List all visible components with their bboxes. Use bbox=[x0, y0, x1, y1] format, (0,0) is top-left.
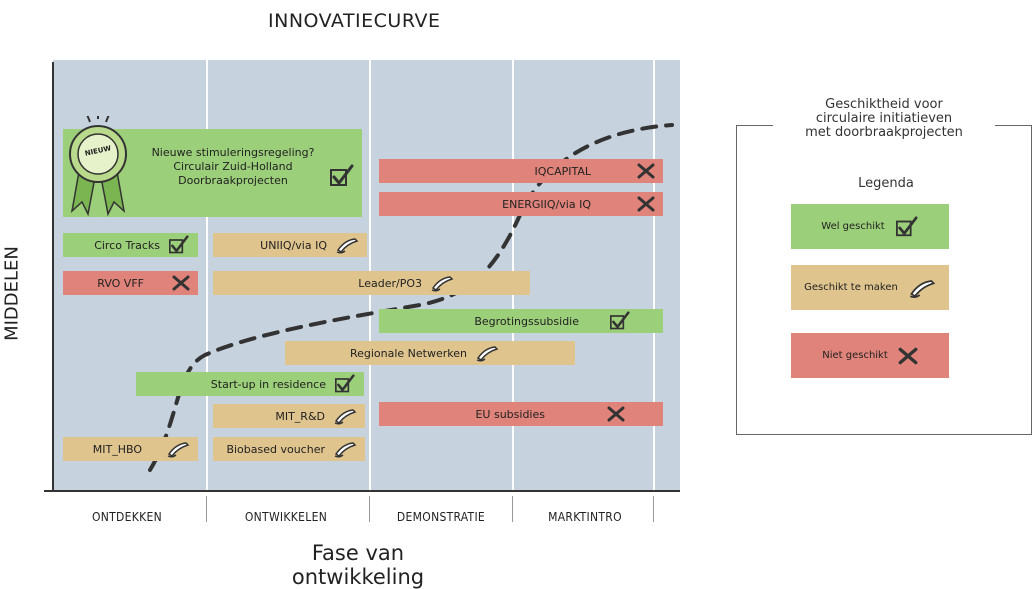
legend-item-wel-geschikt: Wel geschikt bbox=[791, 204, 949, 249]
featured-line-1: Nieuwe stimuleringsregeling? bbox=[151, 146, 315, 159]
legend-label: Geschikt te maken bbox=[804, 282, 898, 293]
bar-eu-subsidies: EU subsidies bbox=[379, 402, 663, 426]
pencil-icon bbox=[430, 274, 454, 292]
bar-begrotingssubsidie: Begrotingssubsidie bbox=[379, 309, 663, 333]
check-icon bbox=[168, 235, 190, 255]
bar-circo-tracks: Circo Tracks bbox=[63, 233, 198, 257]
bar-label: MIT_R&D bbox=[275, 409, 325, 423]
x-tick bbox=[369, 496, 370, 522]
pencil-icon bbox=[166, 440, 190, 458]
x-axis bbox=[44, 490, 680, 492]
x-tick bbox=[206, 496, 207, 522]
pencil-icon bbox=[475, 344, 499, 362]
bar-mit-hbo: MIT_HBO bbox=[63, 437, 198, 461]
bar-energiiq: ENERGIIQ/via IQ bbox=[379, 192, 663, 216]
featured-line-2: Circulair Zuid-Holland bbox=[173, 160, 293, 173]
check-icon bbox=[334, 374, 356, 394]
bar-regionale-netwerken: Regionale Netwerken bbox=[285, 341, 575, 365]
legend-item-geschikt-te-maken: Geschikt te maken bbox=[791, 265, 949, 310]
bar-uniiq: UNIIQ/via IQ bbox=[213, 233, 367, 257]
bar-label: Leader/PO3 bbox=[358, 276, 422, 290]
legend-label: Wel geschikt bbox=[821, 221, 885, 232]
cross-icon bbox=[607, 406, 625, 422]
bar-label: IQCAPITAL bbox=[534, 164, 591, 178]
bar-label: Regionale Netwerken bbox=[349, 346, 467, 360]
phase-label-demonstratie: DEMONSTRATIE bbox=[396, 510, 486, 524]
bar-label: MIT_HBO bbox=[92, 442, 142, 456]
bar-label: ENERGIIQ/via IQ bbox=[502, 197, 591, 211]
bar-label: EU subsidies bbox=[475, 407, 545, 421]
cross-icon bbox=[172, 275, 190, 291]
bar-label: Begrotingssubsidie bbox=[474, 314, 579, 328]
bar-label: RVO VFF bbox=[97, 276, 144, 290]
new-badge: NIEUW bbox=[66, 108, 136, 225]
legend-title: Geschiktheid voor circulaire initiatieve… bbox=[773, 98, 995, 140]
phase-label-ontdekken: ONTDEKKEN bbox=[91, 510, 163, 524]
bar-label: Biobased voucher bbox=[226, 442, 325, 456]
cross-icon bbox=[898, 347, 918, 365]
bar-rvo-vff: RVO VFF bbox=[63, 271, 198, 295]
phase-divider bbox=[653, 60, 655, 490]
bar-label: Circo Tracks bbox=[94, 238, 160, 252]
check-icon bbox=[609, 311, 631, 331]
phase-label-marktintro: MARKTINTRO bbox=[548, 510, 622, 524]
bar-label: Start-up in residence bbox=[210, 377, 326, 391]
legend-heading: Legenda bbox=[858, 176, 914, 191]
pencil-icon bbox=[335, 236, 359, 254]
pencil-icon bbox=[908, 277, 936, 299]
legend-title-line: met doorbraakprojecten bbox=[805, 125, 963, 140]
check-icon bbox=[329, 164, 355, 192]
bar-label: UNIIQ/via IQ bbox=[260, 238, 327, 252]
cross-icon bbox=[637, 163, 655, 179]
bar-leader-po3: Leader/PO3 bbox=[213, 271, 530, 295]
legend-label: Niet geschikt bbox=[822, 350, 888, 361]
phase-divider bbox=[206, 60, 208, 490]
x-tick bbox=[512, 496, 513, 522]
legend-title-line: circulaire initiatieven bbox=[815, 111, 953, 126]
legend-item-niet-geschikt: Niet geschikt bbox=[791, 333, 949, 378]
x-tick bbox=[653, 496, 654, 522]
bar-biobased-voucher: Biobased voucher bbox=[213, 437, 365, 461]
phase-label-ontwikkelen: ONTWIKKELEN bbox=[244, 510, 328, 524]
bar-mit-rd: MIT_R&D bbox=[213, 404, 365, 428]
bar-iqcapital: IQCAPITAL bbox=[379, 159, 663, 183]
diagram-title: INNOVATIECURVE bbox=[268, 10, 441, 32]
cross-icon bbox=[637, 196, 655, 212]
pencil-icon bbox=[333, 407, 357, 425]
check-icon bbox=[895, 215, 919, 238]
featured-line-3: Doorbraakprojecten bbox=[178, 174, 288, 187]
y-axis bbox=[52, 62, 54, 492]
bar-start-up-in-residence: Start-up in residence bbox=[136, 372, 364, 396]
legend-title-line: Geschiktheid voor bbox=[825, 97, 943, 112]
rosette-icon bbox=[69, 108, 127, 217]
pencil-icon bbox=[333, 440, 357, 458]
